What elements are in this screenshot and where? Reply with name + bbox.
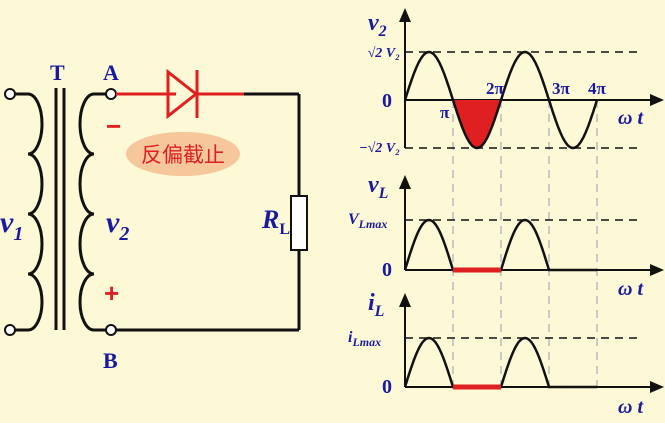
primary-terminal-bottom xyxy=(4,324,16,336)
secondary-voltage-label: v2 xyxy=(106,206,129,245)
bottom-polarity-sign: + xyxy=(104,278,119,308)
v2-reverse-half-cycle-fill xyxy=(453,100,501,148)
v2-origin-label: 0 xyxy=(382,90,392,112)
load-resistor xyxy=(290,195,308,251)
diode-state-badge xyxy=(126,132,240,176)
graph-vL: vL VLmax 0 ω t xyxy=(348,172,664,300)
primary-coil xyxy=(15,92,44,332)
graph-v2: v2 √2 V₂ −√2 V₂ 0 π 2π 3π 4π ω t xyxy=(359,8,664,156)
graph-iL: iL iLmax 0 ω t xyxy=(348,290,664,418)
v2-sine-wave xyxy=(403,50,599,150)
iL-x-arrow xyxy=(650,381,664,393)
v2-tick-pi: π xyxy=(440,103,450,122)
vL-y-arrow xyxy=(399,175,411,189)
vL-axis-label: ω t xyxy=(618,278,644,300)
primary-terminal-top xyxy=(4,88,16,100)
v2-tick-4pi: 4π xyxy=(588,79,607,98)
v2-title: v2 xyxy=(368,10,387,40)
vL-x-arrow xyxy=(650,264,664,276)
terminal-b-label: B xyxy=(103,348,118,373)
vL-peak-label: VLmax xyxy=(348,211,387,231)
diode-state-text: 反偏截止 xyxy=(141,143,225,167)
terminal-a xyxy=(105,88,117,100)
diode-symbol xyxy=(166,68,199,120)
v2-x-arrow xyxy=(650,94,664,106)
iL-axis-label: ω t xyxy=(618,396,644,418)
v2-tick-2pi: 2π xyxy=(486,79,505,98)
v2-peak-pos-label: √2 V₂ xyxy=(368,46,401,61)
vL-title: vL xyxy=(368,172,389,202)
iL-title: iL xyxy=(368,290,385,320)
v2-peak-neg-label: −√2 V₂ xyxy=(359,141,400,156)
circuit: T A B v1 v2 − + 反偏截止 RL xyxy=(0,60,308,373)
top-polarity-sign: − xyxy=(106,111,121,141)
primary-voltage-label: v1 xyxy=(0,206,23,245)
transformer-label: T xyxy=(50,60,65,85)
load-label: RL xyxy=(261,205,290,238)
v2-y-arrow xyxy=(399,8,411,22)
iL-peak-label: iLmax xyxy=(348,329,381,349)
graphs: v2 √2 V₂ −√2 V₂ 0 π 2π 3π 4π ω t vL VLma… xyxy=(348,8,664,418)
terminal-b xyxy=(105,324,117,336)
secondary-coil xyxy=(78,92,106,332)
v2-axis-label: ω t xyxy=(618,107,644,129)
iL-y-arrow xyxy=(399,293,411,307)
terminal-a-label: A xyxy=(103,60,119,85)
vL-origin-label: 0 xyxy=(382,259,392,281)
iL-origin-label: 0 xyxy=(382,376,392,398)
v2-tick-3pi: 3π xyxy=(552,79,571,98)
